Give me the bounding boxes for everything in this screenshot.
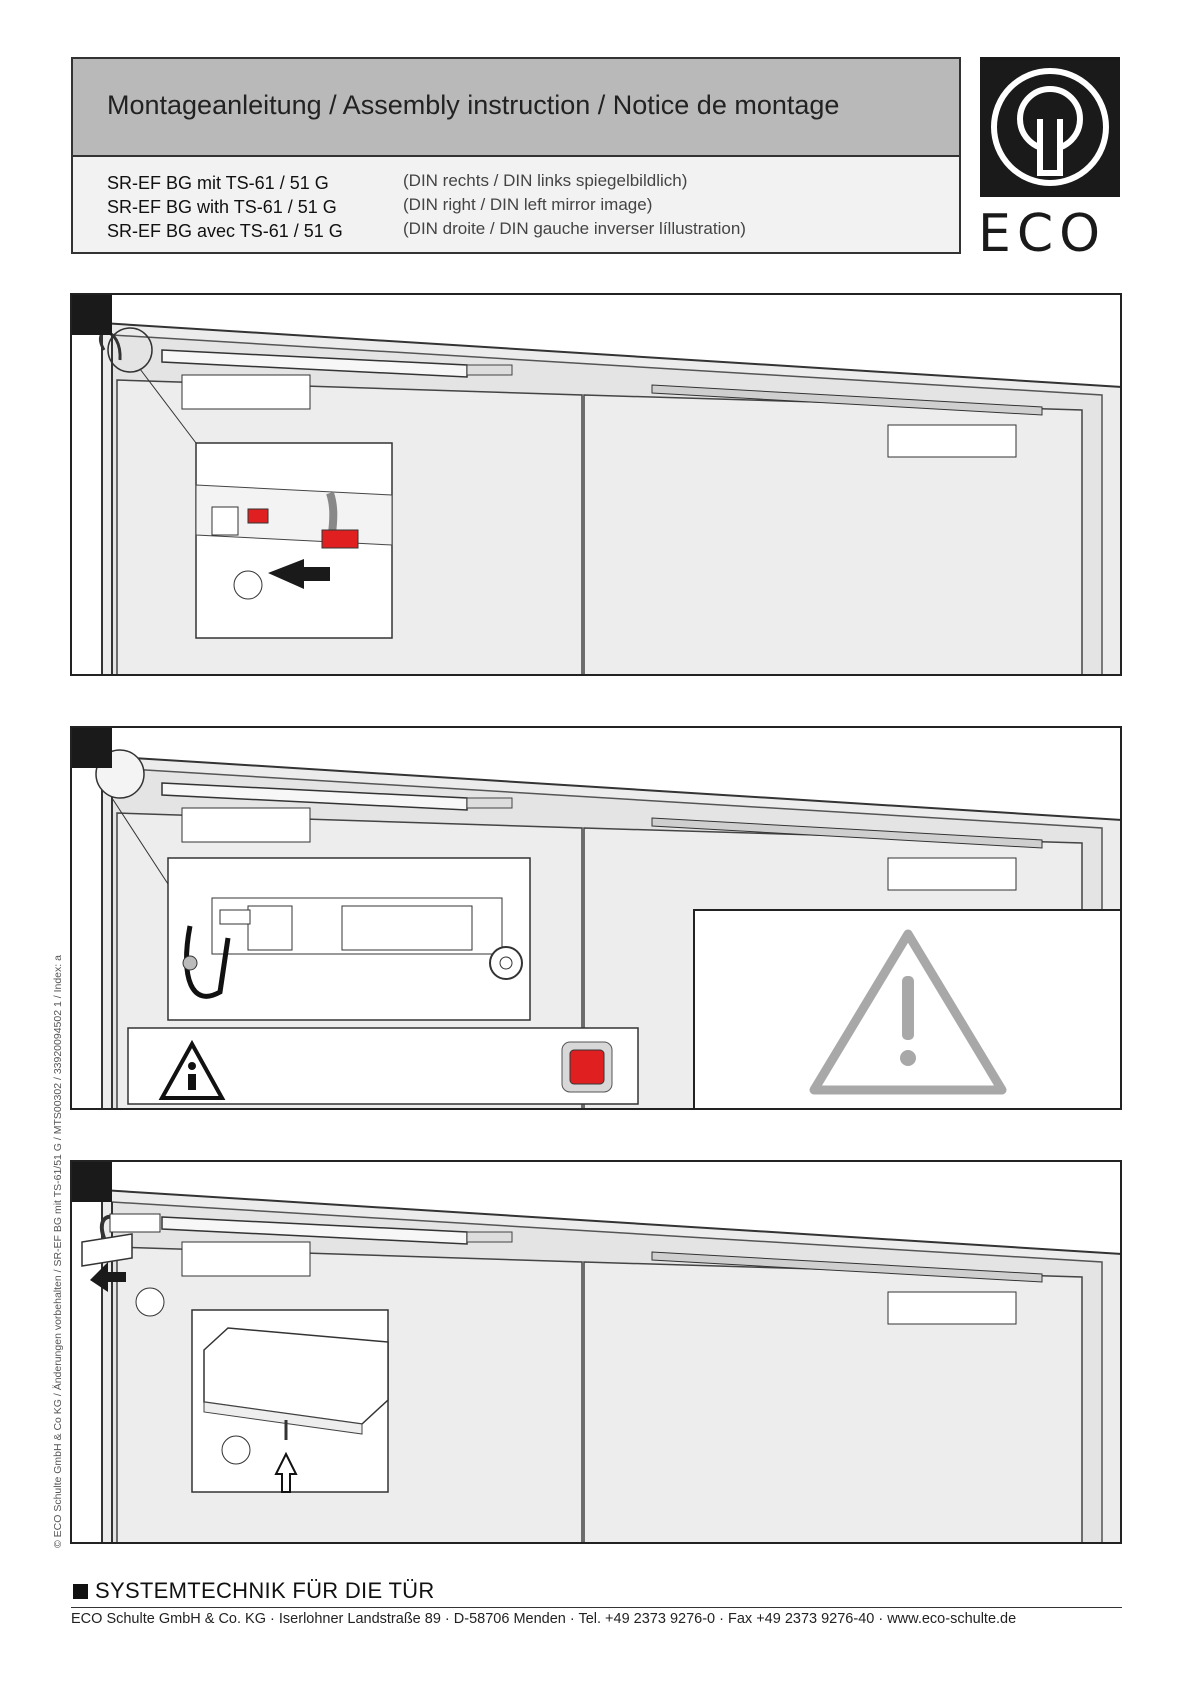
vertical-copyright-text: © ECO Schulte GmbH & Co KG / Änderungen …: [52, 955, 64, 1548]
step-3-illustration: [81, 1188, 1120, 1542]
step-marker-1: [72, 295, 112, 335]
keyhole-cylinder-icon: [991, 68, 1109, 186]
document-title: Montageanleitung / Assembly instruction …: [107, 90, 840, 120]
eco-logo-text: ECO: [978, 204, 1107, 264]
din-note-en: (DIN right / DIN left mirror image): [403, 195, 653, 214]
step-panel-3: [70, 1160, 1122, 1544]
model-de: SR-EF BG mit TS-61 / 51 G: [107, 173, 329, 193]
din-note-fr: (DIN droite / DIN gauche inverser líllus…: [403, 219, 746, 238]
eco-logo-mark: [980, 57, 1120, 197]
header-box: Montageanleitung / Assembly instruction …: [71, 57, 961, 254]
step-panel-1: [70, 293, 1122, 676]
model-list: SR-EF BG mit TS-61 / 51 G SR-EF BG with …: [107, 171, 343, 243]
din-note-de: (DIN rechts / DIN links spiegelbildlich): [403, 171, 688, 190]
step-1-illustration: [98, 321, 1120, 674]
footer-square-bullet: [73, 1584, 88, 1599]
footer-address: ECO Schulte GmbH & Co. KG · Iserlohner L…: [71, 1611, 1017, 1627]
model-en: SR-EF BG with TS-61 / 51 G: [107, 197, 337, 217]
step-2-illustration: [95, 749, 1120, 1108]
step-marker-3: [72, 1162, 112, 1202]
footer-divider: [71, 1607, 1122, 1608]
header-title-band: Montageanleitung / Assembly instruction …: [73, 59, 959, 157]
step-panel-2: [70, 726, 1122, 1110]
model-fr: SR-EF BG avec TS-61 / 51 G: [107, 221, 343, 241]
step-marker-2: [72, 728, 112, 768]
din-note-list: (DIN rechts / DIN links spiegelbildlich)…: [403, 169, 746, 241]
footer-brand-claim: SYSTEMTECHNIK FÜR DIE TÜR: [95, 1578, 435, 1603]
